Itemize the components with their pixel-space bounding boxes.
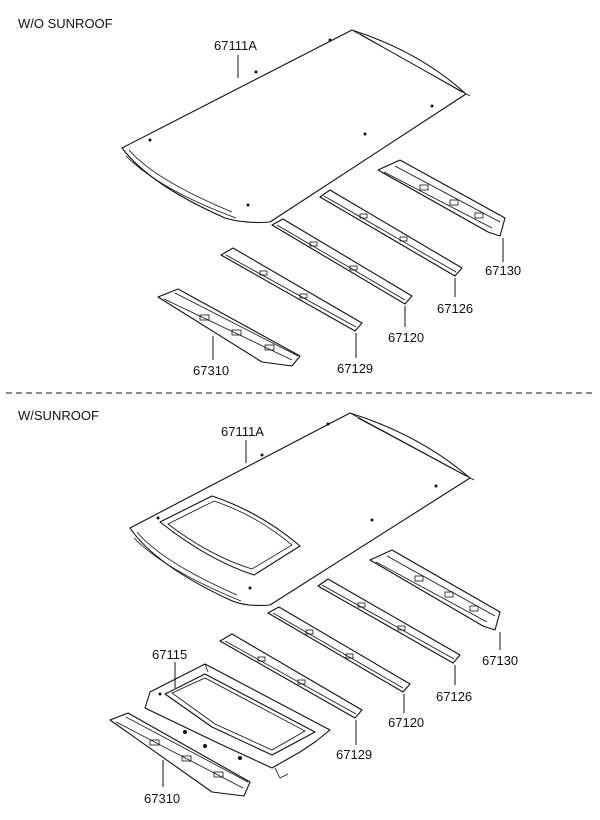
- roof-rail-a-sunroof-part: [317, 578, 461, 664]
- front-rail-sunroof-part: [109, 712, 251, 797]
- label-roof-sunroof: 67111A: [221, 424, 264, 439]
- label-rail-b-sunroof: 67120: [388, 715, 424, 730]
- section-title-without-sunroof: W/O SUNROOF: [18, 16, 113, 31]
- roof-rail-b-part: [271, 218, 413, 305]
- label-rail-b: 67120: [388, 330, 424, 345]
- rear-rail-part: [377, 159, 506, 237]
- sunroof-frame-part: [144, 663, 331, 779]
- label-roof: 67111A: [214, 38, 257, 53]
- label-front-rail-sunroof: 67310: [144, 791, 180, 806]
- label-rail-a: 67126: [437, 301, 473, 316]
- label-rail-c-sunroof: 67129: [336, 747, 372, 762]
- roof-panel-part: [121, 29, 471, 224]
- label-rear-rail: 67130: [485, 263, 521, 278]
- section-with-sunroof: W/SUNROOF 67111A: [18, 408, 518, 806]
- label-front-rail: 67310: [193, 363, 229, 378]
- roof-rail-c-sunroof-part: [219, 633, 363, 719]
- roof-rail-a-part: [319, 189, 463, 277]
- rear-rail-sunroof-part: [369, 549, 501, 631]
- section-title-with-sunroof: W/SUNROOF: [18, 408, 99, 423]
- roof-panel-sunroof-part: [129, 412, 475, 606]
- label-rear-rail-sunroof: 67130: [482, 653, 518, 668]
- label-frame: 67115: [152, 647, 187, 662]
- section-without-sunroof: W/O SUNROOF 67111A 67130: [18, 16, 521, 378]
- roof-rail-c-part: [220, 247, 363, 332]
- label-rail-c: 67129: [337, 361, 373, 376]
- front-rail-part: [157, 288, 301, 367]
- roof-rail-b-sunroof-part: [267, 606, 411, 693]
- label-rail-a-sunroof: 67126: [436, 689, 472, 704]
